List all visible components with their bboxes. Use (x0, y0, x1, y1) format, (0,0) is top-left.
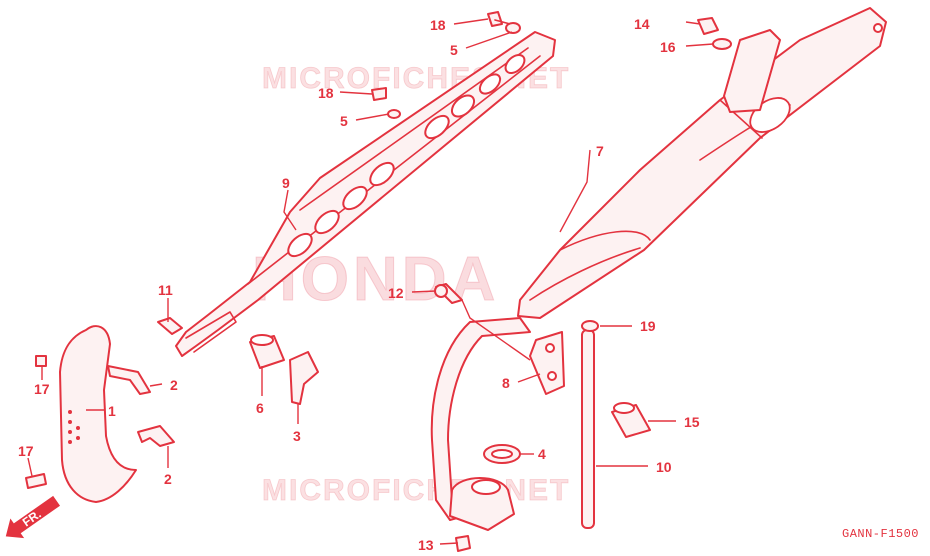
gasket-part-4[interactable] (483, 444, 521, 464)
shield-vent-dots (68, 410, 80, 444)
heat-shield-part-1[interactable] (59, 325, 137, 503)
callout-10: 10 (656, 459, 672, 475)
callout-18-mid: 18 (318, 85, 334, 101)
cap-nut-part-14[interactable] (697, 17, 719, 35)
clip-part-19[interactable] (581, 320, 599, 332)
leader-lines (27, 18, 714, 545)
front-direction-arrow: FR. (5, 495, 61, 539)
callout-3: 3 (293, 428, 301, 444)
callout-19: 19 (640, 318, 656, 334)
collar-part-6[interactable] (249, 334, 285, 369)
watermark-bottom: MICROFICHES.NET (262, 474, 570, 507)
washer-part-5-mid[interactable] (387, 109, 401, 119)
callout-2-lower: 2 (164, 471, 172, 487)
drawing-code: GANN-F1500 (842, 527, 919, 541)
exhaust-pipe[interactable] (430, 317, 531, 531)
muffler-hanger-bracket (723, 29, 781, 113)
callout-8: 8 (502, 375, 510, 391)
callout-17-lower: 17 (18, 443, 34, 459)
spacer-part-15[interactable] (611, 402, 651, 438)
washer-part-16[interactable] (712, 38, 732, 50)
callout-labels: 18 5 18 5 14 16 7 9 11 12 19 8 15 4 10 1… (18, 16, 700, 553)
callout-5-top: 5 (450, 42, 458, 58)
callout-18-top: 18 (430, 17, 446, 33)
muffler-part-7[interactable] (517, 7, 887, 319)
callout-14: 14 (634, 16, 650, 32)
callout-15: 15 (684, 414, 700, 430)
nut-part-13[interactable] (455, 535, 471, 552)
protector-holes (287, 53, 526, 258)
muffler-protector-part-9[interactable] (175, 31, 556, 357)
clamp-part-2-lower[interactable] (137, 425, 175, 447)
callout-9: 9 (282, 175, 290, 191)
callout-4: 4 (538, 446, 546, 462)
callout-6: 6 (256, 400, 264, 416)
rod-part-10[interactable] (581, 329, 595, 529)
callout-11: 11 (158, 282, 173, 298)
callout-17-upper: 17 (34, 381, 50, 397)
clamp-part-2-upper[interactable] (107, 365, 151, 395)
clamp-part-3[interactable] (289, 351, 319, 405)
washer-part-5-top[interactable] (505, 22, 521, 34)
screw-part-18-mid[interactable] (371, 87, 387, 101)
callout-2-upper: 2 (170, 377, 178, 393)
callout-13: 13 (418, 537, 434, 553)
screw-part-11[interactable] (157, 317, 183, 335)
callout-12: 12 (388, 285, 404, 301)
screw-part-17-lower[interactable] (25, 473, 47, 489)
callout-5-mid: 5 (340, 113, 348, 129)
screw-part-18-top[interactable] (487, 11, 511, 27)
callout-1: 1 (108, 403, 116, 419)
screw-part-17-upper[interactable] (35, 355, 47, 367)
callout-16: 16 (660, 39, 676, 55)
bracket-part-8[interactable] (529, 331, 565, 395)
callout-7: 7 (596, 143, 604, 159)
